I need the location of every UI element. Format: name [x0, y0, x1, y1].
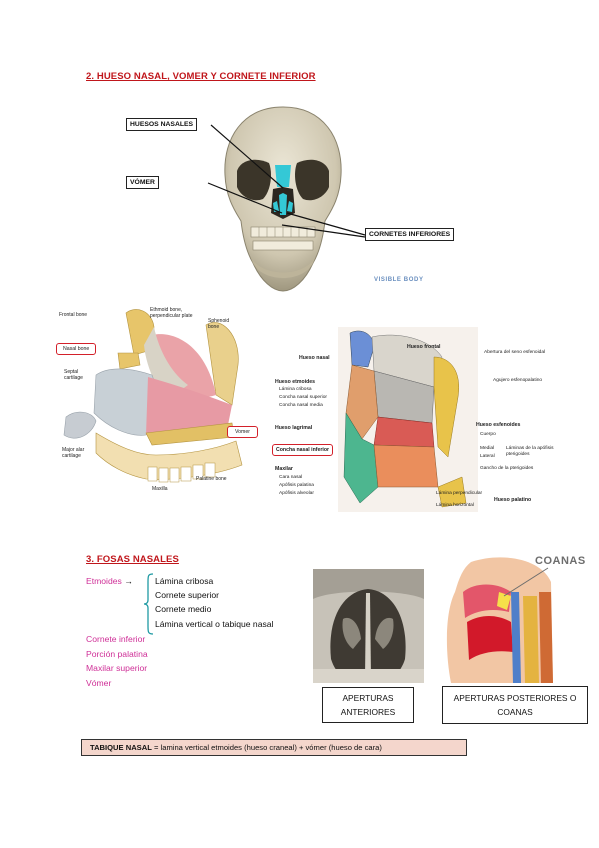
- label-cara-nasal: Cara nasal: [279, 475, 303, 480]
- label-concha-media: Concha nasal media: [279, 403, 323, 408]
- label-maxilla: Maxilla: [152, 486, 168, 492]
- label-cornetes-inferiores: CORNETES INFERIORES: [365, 228, 455, 241]
- label-hueso-esfenoides: Hueso esfenoides: [476, 422, 521, 428]
- label-major-alar: Major alar cartilage: [62, 447, 85, 459]
- label-hueso-etmoides: Hueso etmoides: [275, 379, 316, 385]
- label-concha-superior: Concha nasal superior: [279, 395, 327, 400]
- bracket-item-cornete-superior: Cornete superior: [155, 590, 220, 600]
- label-cuerpo: Cuerpo: [480, 432, 496, 437]
- visible-body-credit: VISIBLE BODY: [374, 277, 424, 283]
- nasal-septum-diagram-left: [56, 305, 261, 505]
- label-apofisis-palatina: Apófisis palatina: [279, 483, 314, 488]
- label-hueso-palatino: Hueso palatino: [494, 497, 532, 503]
- label-apofisis-alveolar: Apófisis alveolar: [279, 491, 314, 496]
- label-laminas-pterigoides: Láminas de la apófisis pterigoides: [506, 446, 554, 457]
- bracket-item-cornete-medio: Cornete medio: [155, 604, 212, 614]
- bracket-item-lamina-cribosa: Lámina cribosa: [155, 576, 214, 586]
- section-heading-fosas-nasales: 3. FOSAS NASALES: [86, 554, 179, 565]
- bracket-item-lamina-vertical: Lámina vertical o tabique nasal: [155, 619, 274, 629]
- coanas-pointer: [503, 567, 549, 597]
- label-hueso-frontal: Hueso frontal: [407, 344, 441, 350]
- label-hueso-lagrimal: Hueso lagrimal: [275, 425, 313, 431]
- label-abertura-seno: Abertura del seno esfenoidal: [484, 350, 546, 355]
- summary-text: = lamina vertical etmoides (hueso cranea…: [151, 743, 382, 752]
- label-lamina-perpendicular: Lámina perpendicular: [436, 491, 483, 496]
- arrow-icon: →: [124, 576, 133, 586]
- label-palatine-bone: Palatine bone: [196, 476, 227, 482]
- label-lateral: Lateral: [480, 454, 495, 459]
- label-lamina-horizontal: Lámina horizontal: [436, 503, 474, 508]
- label-medial: Medial: [480, 446, 495, 451]
- caption-aperturas-anteriores: APERTURAS ANTERIORES: [322, 687, 414, 723]
- label-maxilar: Maxilar: [275, 466, 293, 472]
- label-coanas: COANAS: [535, 555, 586, 567]
- label-huesos-nasales: HUESOS NASALES: [126, 118, 198, 131]
- label-nasal-bone: Nasal bone: [56, 343, 97, 355]
- etmoides-label: Etmoides →: [86, 576, 133, 586]
- list-item-porcion-palatina: Porción palatina: [86, 649, 148, 659]
- label-gancho-pterigoides: Gancho de la pterigoides: [480, 466, 534, 471]
- label-ethmoid-bone: Ethmoid bone, perpendicular plate: [150, 307, 193, 319]
- label-hueso-nasal: Hueso nasal: [299, 355, 330, 361]
- bracket-icon: [143, 573, 154, 635]
- choanae-illustration: [441, 552, 582, 683]
- label-vomer-diagram: Vomer: [227, 426, 258, 438]
- label-septal-cartilage: Septal cartilage: [64, 369, 83, 381]
- caption-aperturas-posteriores: APERTURAS POSTERIORES O COANAS: [442, 686, 588, 724]
- label-agujero-esfenopalatino: Agujero esfenopalatino: [493, 378, 543, 383]
- label-lamina-cribosa: Lámina cribosa: [279, 387, 312, 392]
- label-vomer: VÓMER: [126, 176, 159, 189]
- list-item-cornete-inferior: Cornete inferior: [86, 634, 146, 644]
- summary-tabique-nasal: TABIQUE NASAL = lamina vertical etmoides…: [81, 739, 467, 756]
- section-heading-nasal-vomer: 2. HUESO NASAL, VOMER Y CORNETE INFERIOR: [86, 71, 316, 82]
- skull-illustration: [213, 103, 353, 295]
- etmoides-text: Etmoides: [86, 576, 122, 586]
- nasal-cavity-diagram-right: [338, 327, 478, 512]
- anterior-apertures-photo: [313, 569, 424, 683]
- label-sphenoid-bone: Sphenoid bone: [208, 318, 230, 330]
- list-item-maxilar-superior: Maxilar superior: [86, 663, 148, 673]
- label-concha-inferior: Concha nasal inferior: [272, 444, 334, 456]
- label-frontal-bone: Frontal bone: [59, 312, 88, 318]
- list-item-vomer: Vómer: [86, 678, 112, 688]
- summary-title: TABIQUE NASAL: [90, 743, 152, 752]
